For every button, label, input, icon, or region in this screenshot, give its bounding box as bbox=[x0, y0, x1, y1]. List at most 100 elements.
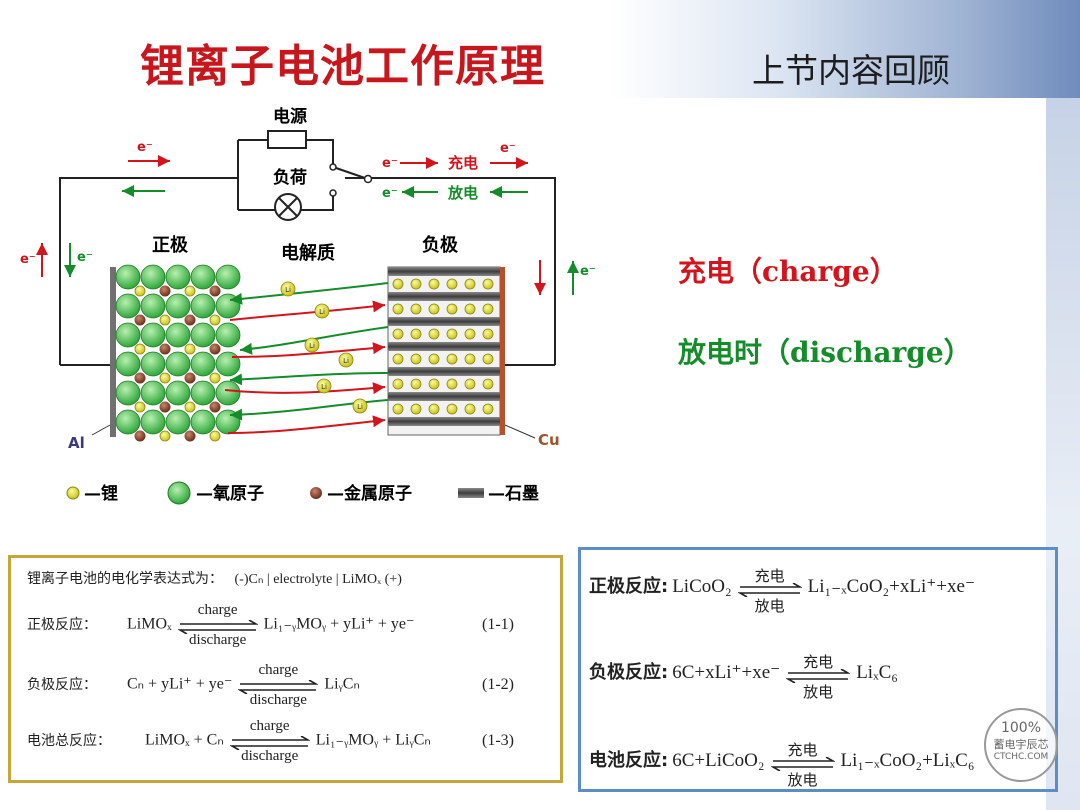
legend-graphite: —石墨 bbox=[488, 484, 539, 504]
li-ion-label: Li bbox=[285, 286, 291, 294]
legend-oxygen-icon bbox=[167, 481, 191, 505]
page-title: 锂离子电池工作原理 bbox=[140, 41, 545, 92]
power-label: 电源 bbox=[273, 106, 307, 127]
li-atom bbox=[464, 378, 476, 390]
li-atom bbox=[184, 401, 196, 413]
li-ion-circle bbox=[338, 352, 354, 368]
li-ion: Li bbox=[316, 378, 332, 394]
reaction-right: Li₁₋ᵧMOᵧ + yLi⁺ + ye⁻ bbox=[263, 615, 415, 633]
reaction-label: 电池总反应： bbox=[27, 732, 111, 749]
oxygen-atom bbox=[140, 293, 166, 319]
intro-expression: (-)Cₙ | electrolyte | LiMOₓ (+) bbox=[234, 572, 402, 587]
li-atom bbox=[446, 278, 458, 290]
li-atom bbox=[464, 353, 476, 365]
reaction-right: Li₁₋ₓCoO₂+xLi⁺+xe⁻ bbox=[807, 576, 975, 597]
oxygen-atom bbox=[215, 351, 241, 377]
li-atom bbox=[464, 303, 476, 315]
li-atom bbox=[482, 353, 494, 365]
discharge-label: 放电时（discharge） bbox=[678, 336, 972, 369]
li-ion-circle bbox=[304, 337, 320, 353]
stamp-line2: 蓄电宇辰芯 bbox=[993, 738, 1049, 751]
li-atom bbox=[392, 353, 404, 365]
equation-box-left: 锂离子电池的电化学表达式为： (-)Cₙ | electrolyte | LiM… bbox=[8, 555, 563, 783]
equilibrium-arrow: 充电放电 bbox=[737, 569, 802, 615]
reaction-left: Cₙ + yLi⁺ + ye⁻ bbox=[127, 675, 233, 693]
arrow-bottom-word: discharge bbox=[189, 632, 247, 648]
svg-text:e⁻: e⁻ bbox=[500, 141, 516, 156]
li-ion: Li bbox=[314, 303, 330, 319]
reaction-right: LiᵧCₙ bbox=[324, 675, 360, 693]
arrow-bottom-word: discharge bbox=[241, 748, 299, 764]
switch-blade bbox=[335, 167, 366, 179]
switch-contact bbox=[329, 163, 337, 171]
li-atom bbox=[428, 353, 440, 365]
reaction-right: Li₁₋ₓCoO₂+LiₓC₆ bbox=[840, 750, 975, 771]
graphite-layer bbox=[388, 292, 500, 301]
li-atom bbox=[446, 328, 458, 340]
svg-text:e⁻: e⁻ bbox=[382, 186, 398, 201]
graphite-layer bbox=[388, 417, 500, 426]
oxygen-atom bbox=[165, 322, 191, 348]
li-ion: Li bbox=[338, 352, 354, 368]
li-atom bbox=[446, 378, 458, 390]
li-atom bbox=[428, 378, 440, 390]
page-subtitle: 上节内容回顾 bbox=[752, 51, 950, 90]
legend-li: —锂 bbox=[84, 483, 118, 504]
arrow-top-word: charge bbox=[249, 718, 290, 734]
charge-label: 充电（charge） bbox=[678, 255, 898, 288]
li-atom bbox=[159, 372, 171, 384]
reaction-left: LiMOₓ bbox=[127, 615, 172, 633]
cathode-label: 正极 bbox=[152, 235, 189, 256]
metal-atom bbox=[184, 372, 196, 384]
li-atom bbox=[392, 303, 404, 315]
equilibrium-arrow: charge discharge bbox=[177, 602, 258, 648]
li-atom bbox=[209, 430, 221, 442]
li-atom bbox=[428, 403, 440, 415]
stamp-line3: CTCHC.COM bbox=[993, 752, 1049, 762]
load-label: 负荷 bbox=[273, 167, 307, 188]
oxygen-atom bbox=[215, 264, 241, 290]
reaction-left: 6C+xLi⁺+xe⁻ bbox=[672, 662, 781, 683]
equilibrium-arrow: charge discharge bbox=[229, 718, 310, 764]
oxygen-atom bbox=[140, 380, 166, 406]
metal-atom bbox=[184, 314, 196, 326]
oxygen-atom bbox=[140, 409, 166, 435]
oxygen-atom bbox=[115, 380, 141, 406]
reaction-number: (1-3) bbox=[482, 732, 514, 749]
legend: —锂 —氧原子 —金属原子 —石墨 bbox=[66, 481, 539, 505]
metal-atom bbox=[209, 401, 221, 413]
li-ion-label: Li bbox=[309, 342, 315, 350]
reaction-number: (1-2) bbox=[482, 676, 514, 693]
al-collector bbox=[110, 267, 116, 437]
graphite-layer bbox=[388, 367, 500, 376]
arrow-bottom-word: 放电 bbox=[754, 598, 785, 615]
reaction-left: LiCoO₂ bbox=[672, 576, 732, 597]
li-ion-circle bbox=[314, 303, 330, 319]
header-band bbox=[610, 0, 1080, 98]
li-atom bbox=[410, 328, 422, 340]
legend-metal-icon bbox=[310, 487, 322, 499]
cu-label: Cu bbox=[538, 431, 560, 449]
oxygen-atom bbox=[190, 293, 216, 319]
li-atom bbox=[134, 285, 146, 297]
li-atom bbox=[410, 278, 422, 290]
li-atom bbox=[410, 403, 422, 415]
arrow-top-word: charge bbox=[197, 602, 238, 618]
circuit-wire-left bbox=[59, 177, 238, 365]
li-atom bbox=[482, 303, 494, 315]
oxygen-atom bbox=[190, 322, 216, 348]
li-atom bbox=[428, 278, 440, 290]
oxygen-atom bbox=[165, 293, 191, 319]
oxygen-atom bbox=[115, 264, 141, 290]
li-atom bbox=[134, 343, 146, 355]
arrow-bottom-word: 放电 bbox=[787, 772, 818, 789]
oxygen-atom bbox=[215, 409, 241, 435]
li-atom bbox=[392, 403, 404, 415]
li-atom bbox=[159, 314, 171, 326]
li-ion: Li bbox=[304, 337, 320, 353]
li-atom bbox=[464, 278, 476, 290]
reaction-left: 6C+LiCoO₂ bbox=[672, 750, 765, 771]
li-atom bbox=[446, 403, 458, 415]
